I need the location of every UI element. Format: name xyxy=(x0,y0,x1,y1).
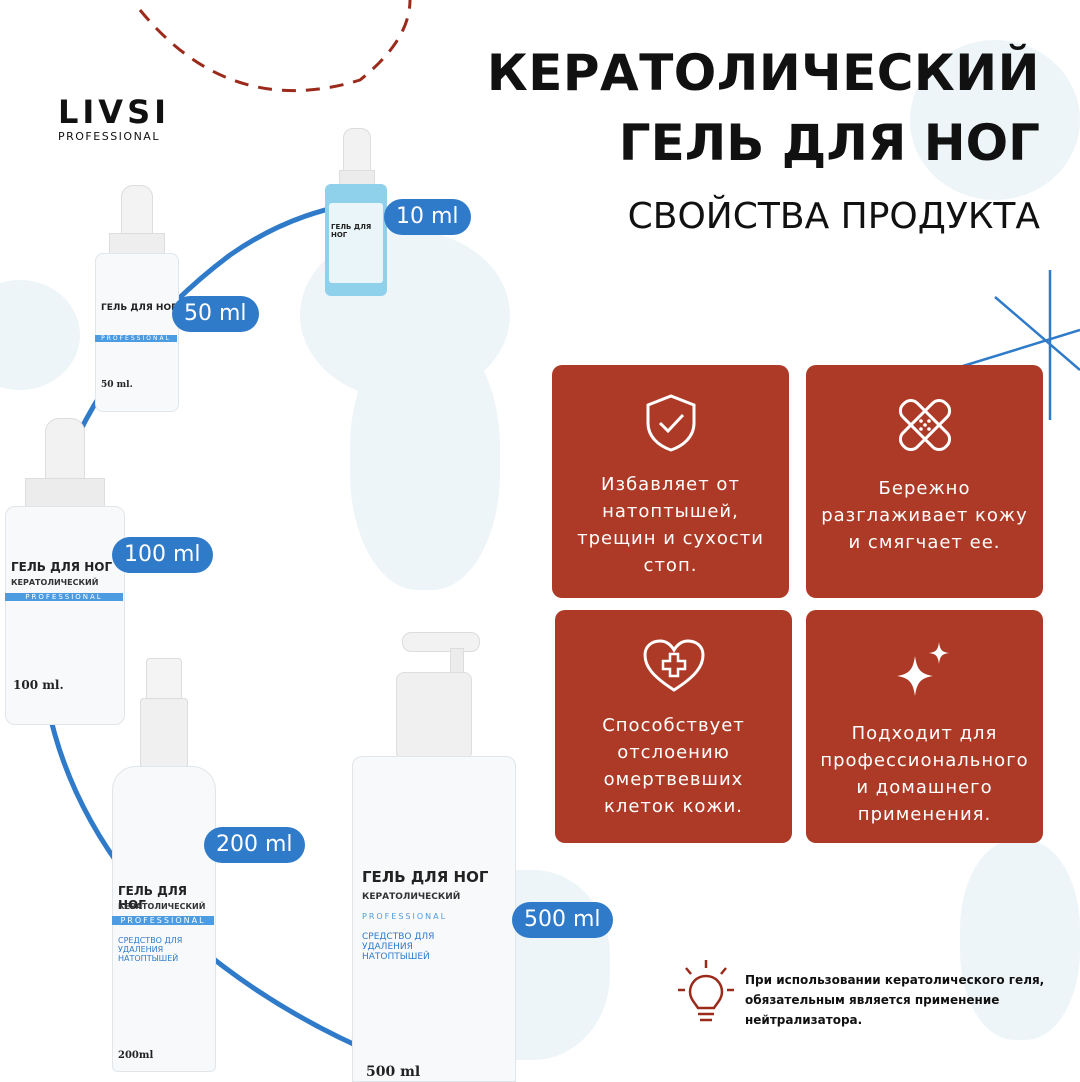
feature-text: Подходит для профессионального и домашне… xyxy=(820,723,1029,825)
bottle-label-type: КЕРАТОЛИЧЕСКИЙ xyxy=(362,892,461,902)
bottle-label-purpose: СРЕДСТВО ДЛЯ УДАЛЕНИЯ НАТОПТЫШЕЙ xyxy=(118,936,183,963)
bottle-label-name: ГЕЛЬ ДЛЯ НОГ xyxy=(118,884,188,912)
brand-name: LIVSI xyxy=(58,93,171,131)
sparkles-icon xyxy=(896,642,949,696)
title-line-2: ГЕЛЬ ДЛЯ НОГ xyxy=(618,114,1040,172)
bottle-50ml: ГЕЛЬ ДЛЯ НОГ PROFESSIONAL 50 ml. xyxy=(95,185,179,412)
bottle-label-line: PROFESSIONAL xyxy=(362,912,448,921)
subtitle: СВОЙСТВА ПРОДУКТА xyxy=(627,196,1040,237)
bottle-label-volume: 500 ml xyxy=(366,1064,421,1080)
feature-text: Бережно разглаживает кожу и смягчает ее. xyxy=(821,478,1028,553)
feature-card: Бережно разглаживает кожу и смягчает ее. xyxy=(806,365,1043,598)
volume-badge-10ml: 10 ml xyxy=(384,199,471,235)
bottle-label-volume: 50 ml. xyxy=(101,380,133,390)
bandage-icon xyxy=(898,398,951,452)
bottle-10ml: ГЕЛЬ ДЛЯ НОГ xyxy=(325,128,387,296)
lightbulb-icon xyxy=(678,960,734,1022)
bottle-100ml: ГЕЛЬ ДЛЯ НОГ КЕРАТОЛИЧЕСКИЙ PROFESSIONAL… xyxy=(5,418,125,725)
bottle-label-line: PROFESSIONAL xyxy=(5,593,123,601)
bottle-label-name: ГЕЛЬ ДЛЯ НОГ xyxy=(101,303,177,313)
volume-badge-500ml: 500 ml xyxy=(512,902,613,938)
volume-badge-50ml: 50 ml xyxy=(172,296,259,332)
title-line-1: КЕРАТОЛИЧЕСКИЙ xyxy=(486,44,1040,102)
background-footprint xyxy=(910,40,1080,200)
brand-logo: LIVSI PROFESSIONAL xyxy=(58,96,170,143)
bottle-label-name: ГЕЛЬ ДЛЯ НОГ xyxy=(362,868,489,886)
bottle-500ml: ГЕЛЬ ДЛЯ НОГ КЕРАТОЛИЧЕСКИЙ PROFESSIONAL… xyxy=(352,632,516,1082)
volume-badge-100ml: 100 ml xyxy=(112,537,213,573)
bottle-label-line: PROFESSIONAL xyxy=(112,916,214,925)
brand-tagline: PROFESSIONAL xyxy=(58,130,160,143)
bottle-label-volume: 200ml xyxy=(118,1050,154,1061)
bottle-label-volume: 100 ml. xyxy=(13,678,64,692)
bottle-200ml: ГЕЛЬ ДЛЯ НОГ КЕРАТОЛИЧЕСКИЙ PROFESSIONAL… xyxy=(112,658,216,1072)
feature-card: Способствует отслоению омертвевших клето… xyxy=(555,610,792,843)
star-decoration xyxy=(949,270,1080,420)
shield-check-icon xyxy=(646,394,695,452)
bottle-label-line: PROFESSIONAL xyxy=(95,335,177,342)
heart-plus-icon xyxy=(642,639,705,692)
bottle-label-type: КЕРАТОЛИЧЕСКИЙ xyxy=(118,902,206,911)
bottle-label-purpose: СРЕДСТВО ДЛЯ УДАЛЕНИЯ НАТОПТЫШЕЙ xyxy=(362,932,435,962)
feature-text: Способствует отслоению омертвевших клето… xyxy=(602,715,745,817)
feature-card: Подходит для профессионального и домашне… xyxy=(806,610,1043,843)
bottle-label-name: ГЕЛЬ ДЛЯ НОГ xyxy=(331,223,372,239)
usage-note: При использовании кератолического геля, … xyxy=(745,973,1045,1027)
bottle-label-name: ГЕЛЬ ДЛЯ НОГ xyxy=(11,560,113,574)
dashed-arc xyxy=(138,0,412,93)
feature-text: Избавляет от натоптышей, трещин и сухост… xyxy=(577,474,764,576)
feature-card: Избавляет от натоптышей, трещин и сухост… xyxy=(552,365,789,598)
volume-badge-200ml: 200 ml xyxy=(204,827,305,863)
background-footprint xyxy=(350,330,500,590)
background-footprint xyxy=(960,840,1080,1040)
bottle-label-type: КЕРАТОЛИЧЕСКИЙ xyxy=(11,578,99,587)
